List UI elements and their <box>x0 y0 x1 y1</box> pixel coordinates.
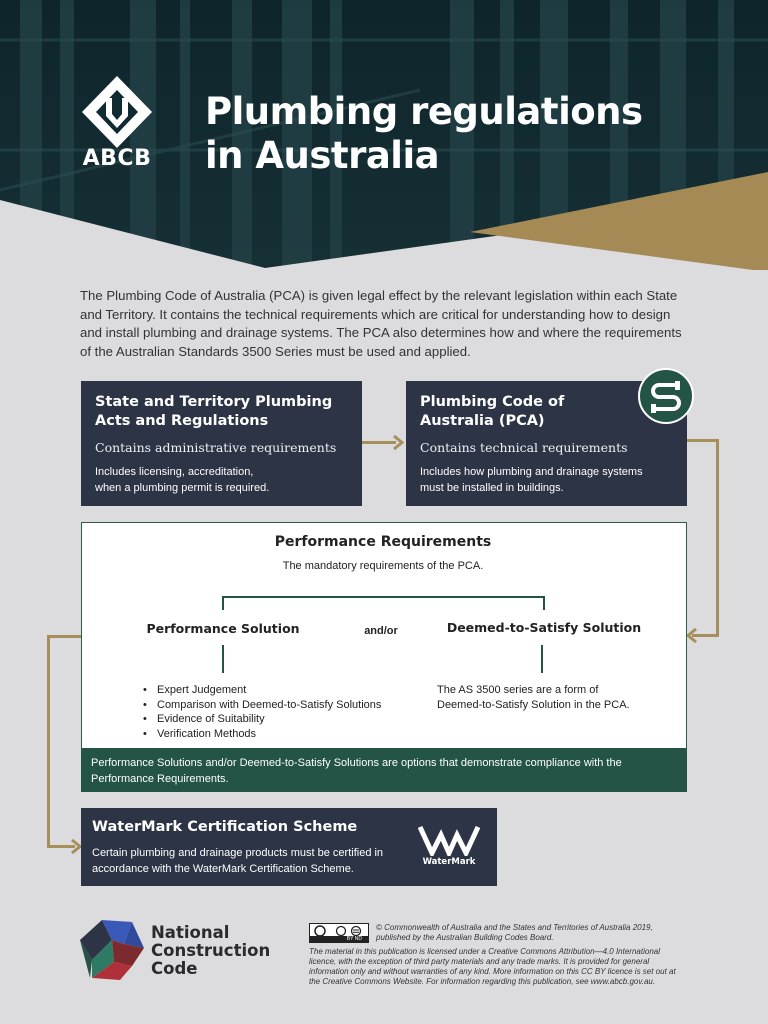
title-line-2: in Australia <box>205 134 440 177</box>
pca-box-subtitle: Contains technical requirements <box>420 440 628 455</box>
dts-description: The AS 3500 series are a form of Deemed-… <box>437 684 630 711</box>
title-line-1: Plumbing regulations <box>205 90 643 133</box>
list-item: Expert Judgement <box>141 683 421 698</box>
performance-requirements-box <box>81 522 687 792</box>
ncc-logo-icon <box>80 920 144 980</box>
list-item: Comparison with Deemed-to-Satisfy Soluti… <box>141 698 421 713</box>
dts-solution-label: Deemed-to-Satisfy Solution <box>446 620 642 635</box>
list-item: Verification Methods <box>141 727 421 742</box>
intro-paragraph: The Plumbing Code of Australia (PCA) is … <box>80 288 682 359</box>
branch-top-line <box>222 596 545 598</box>
cc-badge-text: BY ND <box>310 936 368 942</box>
connector-left-bottom <box>47 845 75 848</box>
watermark-title: WaterMark Certification Scheme <box>92 819 358 835</box>
branch-right-drop <box>543 596 545 610</box>
cc-icon <box>314 925 362 936</box>
connector-left-top <box>47 635 81 638</box>
watermark-body: Certain plumbing and drainage products m… <box>92 846 384 875</box>
right-solution-drop <box>541 645 543 673</box>
left-solution-drop <box>222 645 224 673</box>
page-title: Plumbing regulations in Australia <box>205 90 725 178</box>
ncc-logo-text: National Construction Code <box>151 923 271 978</box>
and-or-label: and/or <box>364 625 398 637</box>
connector-left-down <box>47 635 50 848</box>
arrow-head-left-icon <box>686 628 697 643</box>
watermark-logo-icon <box>418 825 480 856</box>
performance-solution-label: Performance Solution <box>146 621 300 636</box>
state-box-title: State and Territory Plumbing Acts and Re… <box>95 394 333 429</box>
pca-box-title: Plumbing Code of Australia (PCA) <box>420 394 565 429</box>
list-item: Evidence of Suitability <box>141 712 421 727</box>
pipe-icon <box>638 368 694 424</box>
performance-subtitle: The mandatory requirements of the PCA. <box>282 560 484 572</box>
connector-pca-right <box>687 439 719 442</box>
performance-footer-bar: Performance Solutions and/or Deemed-to-S… <box>81 748 687 792</box>
connector-pca-down <box>716 439 719 637</box>
copyright-text: © Commonwealth of Australia and the Stat… <box>376 923 653 942</box>
performance-title: Performance Requirements <box>274 534 492 550</box>
arrow-head-right-icon-2 <box>71 839 82 854</box>
connector-pca-back <box>692 634 719 637</box>
pca-box-body: Includes how plumbing and drainage syste… <box>420 466 643 494</box>
abcb-logo-text: ABCB <box>82 146 152 171</box>
abcb-logo <box>82 76 152 148</box>
performance-solution-list: Expert Judgement Comparison with Deemed-… <box>141 683 421 742</box>
branch-left-drop <box>222 596 224 610</box>
cc-license-badge: BY ND <box>309 923 369 943</box>
arrow-head-right-icon <box>393 435 404 450</box>
state-box-subtitle: Contains administrative requirements <box>95 440 337 455</box>
state-territory-box: State and Territory Plumbing Acts and Re… <box>81 381 362 506</box>
watermark-logo-label: WaterMark <box>422 857 476 867</box>
license-text: The material in this publication is lice… <box>309 947 676 986</box>
arrow-state-to-pca <box>362 441 396 444</box>
state-box-body: Includes licensing, accreditation, when … <box>95 466 270 494</box>
